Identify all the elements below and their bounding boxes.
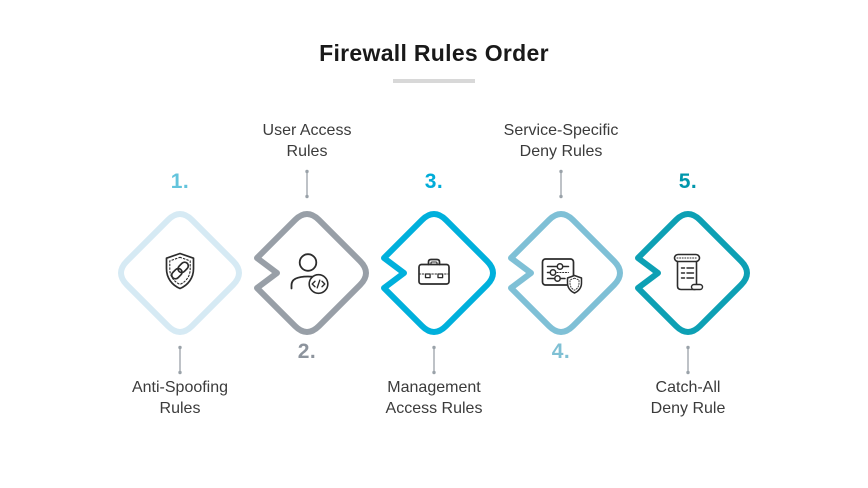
- step-number: 1.: [170, 170, 190, 193]
- step-4-service-specific-deny-rules: Service-Specific Deny Rules 4.: [471, 0, 651, 488]
- briefcase-icon: [406, 245, 462, 301]
- settings-shield-icon: [533, 245, 589, 301]
- connector-line: [686, 345, 690, 375]
- connector-line: [559, 169, 563, 199]
- step-number: 3.: [424, 170, 444, 193]
- step-label: Service-Specific Deny Rules: [503, 122, 619, 160]
- diamond-shape: [381, 211, 496, 335]
- step-1-anti-spoofing-rules: 1. Anti-Spoofing Rules: [90, 0, 270, 488]
- diamond-shape: [254, 211, 369, 335]
- connector-line: [432, 345, 436, 375]
- diamond-shape: [635, 211, 750, 335]
- step-number: 4.: [551, 340, 571, 363]
- step-label: User Access Rules: [262, 122, 352, 160]
- title-underline: [393, 79, 475, 83]
- scroll-rules-icon: [660, 245, 716, 301]
- user-code-icon: [279, 245, 335, 301]
- step-5-catch-all-deny-rule: 5. Catch-All Deny Rule: [598, 0, 778, 488]
- diamond-shape: [508, 211, 623, 335]
- shield-link-icon: [152, 245, 208, 301]
- step-label: Catch-All Deny Rule: [650, 379, 726, 417]
- page-title: Firewall Rules Order: [319, 40, 549, 66]
- step-number: 5.: [678, 170, 698, 193]
- step-number: 2.: [297, 340, 317, 363]
- step-label: Management Access Rules: [385, 379, 483, 417]
- step-2-user-access-rules: User Access Rules 2.: [217, 0, 397, 488]
- diamond-shape: [118, 211, 242, 335]
- connector-line: [178, 345, 182, 375]
- step-3-management-access-rules: 3. Management Access Rules: [344, 0, 524, 488]
- step-label: Anti-Spoofing Rules: [131, 379, 229, 417]
- connector-line: [305, 169, 309, 199]
